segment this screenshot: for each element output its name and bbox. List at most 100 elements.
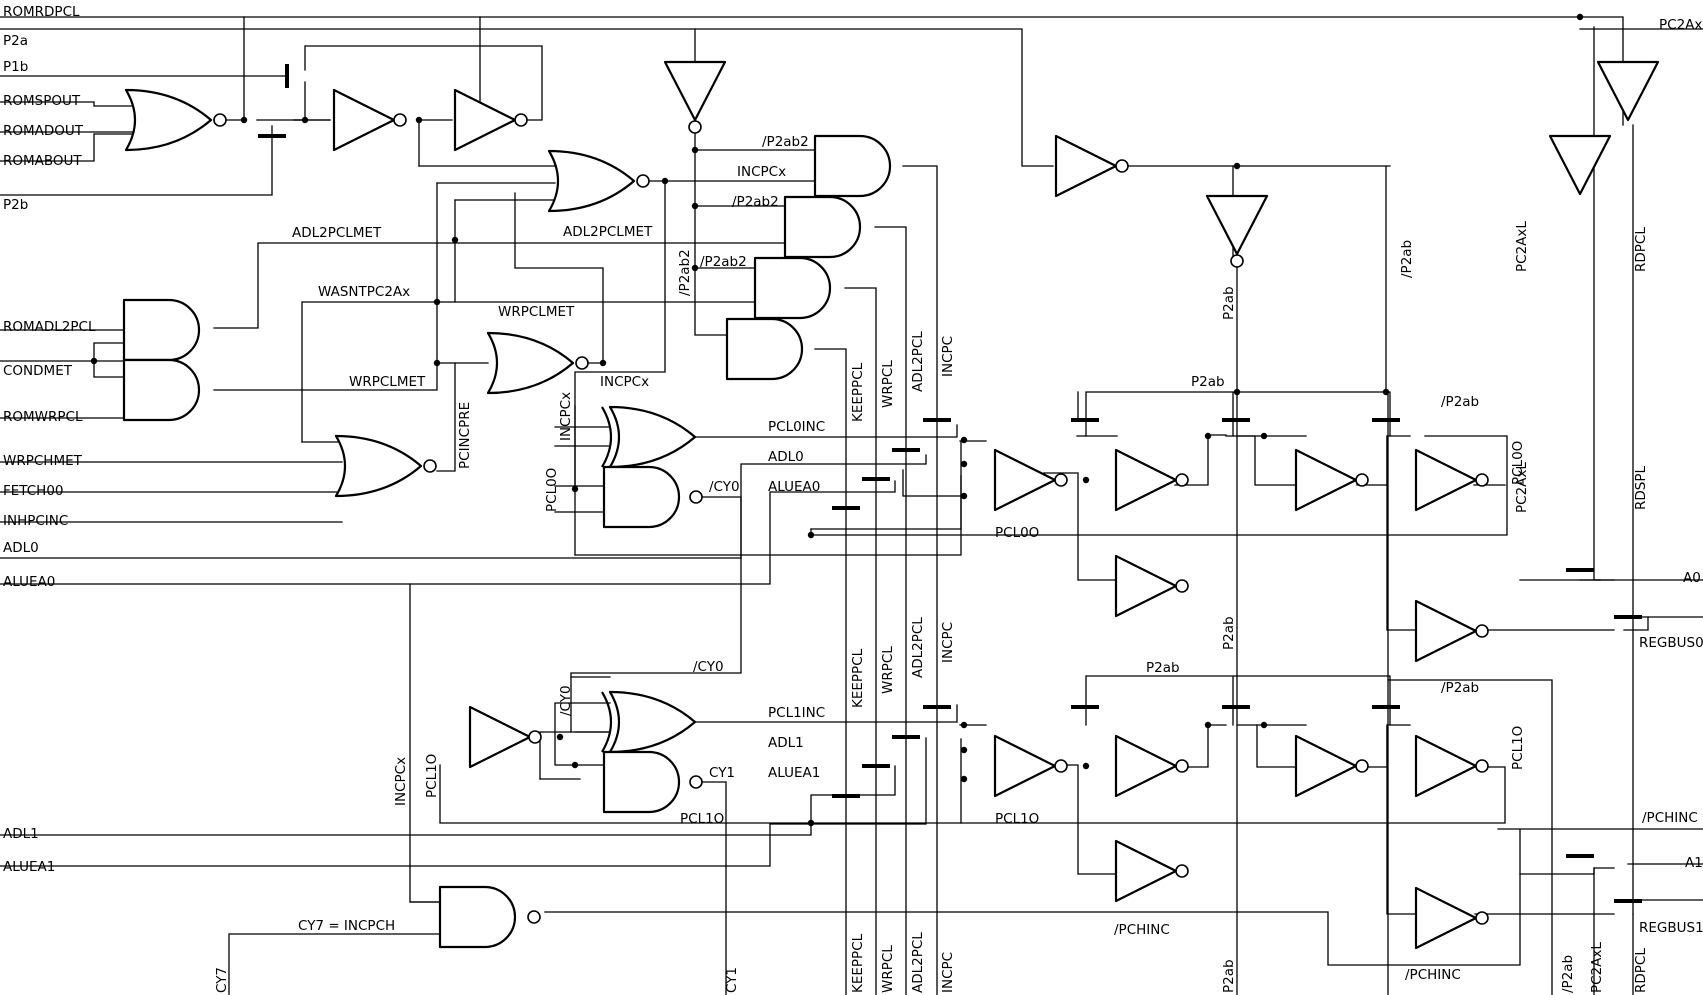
label-ncy0-vert: /CY0 bbox=[558, 685, 574, 716]
xor-gate-pcl1inc-arc bbox=[601, 691, 612, 753]
pcl0-buffer-3-bubble bbox=[1355, 473, 1369, 487]
label-cy7-bottom: CY7 bbox=[214, 967, 230, 993]
label-adl2pcl-0: ADL2PCL bbox=[910, 331, 926, 392]
label-incpc-1: INCPC bbox=[940, 622, 956, 663]
a0-driver-bubble bbox=[1175, 579, 1189, 593]
regbus0-driver-bubble bbox=[1475, 624, 1489, 638]
or-gate-wrpclmet bbox=[486, 331, 575, 395]
label-a0: A0 bbox=[1683, 570, 1701, 586]
inverter-pc2axl bbox=[1548, 134, 1612, 196]
regbus0-driver bbox=[1414, 599, 1478, 663]
label-p1b: P1b bbox=[3, 59, 28, 75]
label-wrpclmet-a: WRPCLMET bbox=[498, 304, 575, 320]
label-adl0-in: ADL0 bbox=[3, 540, 39, 556]
label-pcl0o-right: PCL0O bbox=[1510, 441, 1526, 485]
label-p2ab-h0: P2ab bbox=[1191, 374, 1225, 390]
pcl0-buffer-4-bubble bbox=[1475, 473, 1489, 487]
label-rdpcl-bottom: RDPCL bbox=[1633, 948, 1649, 993]
label-rdspl: RDSPL bbox=[1633, 466, 1649, 510]
label-pcl0o-h: PCL0O bbox=[995, 525, 1039, 541]
xor-gate-pcl0inc-arc bbox=[601, 406, 612, 468]
or-gate-pcincpre-bubble bbox=[423, 459, 437, 473]
label-p2ab-vert1: P2ab bbox=[1221, 616, 1237, 650]
and-gate-romwrpcl bbox=[122, 358, 201, 422]
label-condmet: CONDMET bbox=[3, 363, 73, 379]
label-pcl1o-right: PCL1O bbox=[1510, 726, 1526, 770]
pcl1-buffer-3 bbox=[1294, 734, 1358, 798]
label-pcl1o-vert: PCL1O bbox=[424, 754, 440, 798]
label-keeppcl-0: KEEPPCL bbox=[850, 362, 866, 422]
label-adl1-int: ADL1 bbox=[768, 735, 804, 751]
and-gate-p2ab2-c bbox=[753, 256, 832, 320]
or-gate-romsel-bubble bbox=[213, 113, 227, 127]
label-inhpcinc: INHPCINC bbox=[3, 513, 68, 529]
label-pchinc-a: /PCHINC bbox=[1114, 922, 1170, 938]
label-incpcx-b: INCPCx bbox=[600, 374, 649, 390]
label-a1: A1 bbox=[1685, 855, 1703, 871]
p2a-inverter bbox=[663, 60, 727, 122]
label-cy1-int: CY1 bbox=[709, 765, 735, 781]
label-adl0-int: ADL0 bbox=[768, 449, 804, 465]
label-pc2ax: PC2Ax bbox=[1659, 17, 1702, 33]
label-adl2pclmet-b: ADL2PCLMET bbox=[292, 225, 382, 241]
label-wasntpc2ax: WASNTPC2Ax bbox=[318, 284, 410, 300]
label-np2ab-bottom: /P2ab bbox=[1560, 955, 1576, 993]
label-p2ab-vert0: P2ab bbox=[1221, 286, 1237, 320]
label-incpc-bottom: INCPC bbox=[940, 952, 956, 993]
label-keeppcl-1: KEEPPCL bbox=[850, 648, 866, 708]
and-gate-cy1-bubble bbox=[689, 775, 703, 789]
regbus1-driver-bubble bbox=[1475, 911, 1489, 925]
pcl1-buffer-3-bubble bbox=[1355, 759, 1369, 773]
label-adl2pcl-bottom: ADL2PCL bbox=[910, 932, 926, 993]
label-romadl2pcl: ROMADL2PCL bbox=[3, 319, 96, 335]
and-gate-cy0-bubble bbox=[689, 490, 703, 504]
label-romabout: ROMABOUT bbox=[3, 153, 82, 169]
a1-driver-bubble bbox=[1175, 864, 1189, 878]
label-pc2axl-m: PC2AxL bbox=[1514, 462, 1530, 513]
label-incpcx-a: INCPCx bbox=[737, 164, 786, 180]
gates bbox=[122, 60, 1660, 950]
buffer-cy0-bubble bbox=[528, 730, 542, 744]
label-wrpclmet-b: WRPCLMET bbox=[349, 374, 426, 390]
label-rdpcl-0: RDPCL bbox=[1633, 227, 1649, 272]
and-gate-p2ab2-a bbox=[813, 134, 892, 198]
label-p2ab-h1: P2ab bbox=[1146, 660, 1180, 676]
label-aluea1-in: ALUEA1 bbox=[3, 859, 55, 875]
label-aluea0-int: ALUEA0 bbox=[768, 479, 820, 495]
label-keeppcl-bottom: KEEPPCL bbox=[850, 933, 866, 993]
label-pcl1o-a: PCL1O bbox=[680, 811, 724, 827]
label-pcl0inc: PCL0INC bbox=[768, 419, 825, 435]
and-gate-cy0 bbox=[602, 465, 681, 529]
label-np2ab-vert0: /P2ab bbox=[1399, 240, 1415, 278]
label-np2ab-h0: /P2ab bbox=[1441, 394, 1479, 410]
label-p2ab-bottom: P2ab bbox=[1221, 959, 1237, 993]
label-pc2axl-bottom: PC2AxL bbox=[1589, 942, 1605, 993]
label-pcl1inc: PCL1INC bbox=[768, 705, 825, 721]
and-gate-p2ab2-b bbox=[783, 195, 862, 259]
or-gate-incpcx bbox=[547, 149, 636, 213]
and-gate-cy7-bubble bbox=[527, 910, 541, 924]
label-pcl1o-h: PCL1O bbox=[995, 811, 1039, 827]
pcl1-buffer-1 bbox=[993, 734, 1057, 798]
inverter-p2ab-bubble bbox=[1230, 254, 1244, 268]
label-aluea1-int: ALUEA1 bbox=[768, 765, 820, 781]
inverter-p2ab bbox=[1205, 194, 1269, 256]
pcl0-buffer-2 bbox=[1114, 448, 1178, 512]
pcl0-buffer-3 bbox=[1294, 448, 1358, 512]
label-incpcx-vert: INCPCx bbox=[558, 392, 574, 441]
buffer-p2ab-bubble bbox=[1115, 159, 1129, 173]
label-incpcx-vert2: INCPCx bbox=[393, 757, 409, 806]
label-wrpcl-0: WRPCL bbox=[880, 360, 896, 408]
label-pchinc-b: /PCHINC bbox=[1405, 967, 1461, 983]
and-gate-cy7 bbox=[438, 885, 517, 949]
junction-dots bbox=[90, 13, 1584, 827]
pcl1-buffer-2 bbox=[1114, 734, 1178, 798]
labels: ROMRDPCL P2a P1b ROMSPOUT ROMADOUT ROMAB… bbox=[3, 4, 1703, 993]
pcl0-buffer-4 bbox=[1414, 448, 1478, 512]
buffer-p2ab bbox=[1054, 134, 1118, 198]
pcl0-buffer-1-bubble bbox=[1054, 473, 1068, 487]
and-gate-romadl2pcl bbox=[122, 298, 201, 362]
pcl0-buffer-1 bbox=[993, 448, 1057, 512]
pcl1-buffer-4 bbox=[1414, 734, 1478, 798]
